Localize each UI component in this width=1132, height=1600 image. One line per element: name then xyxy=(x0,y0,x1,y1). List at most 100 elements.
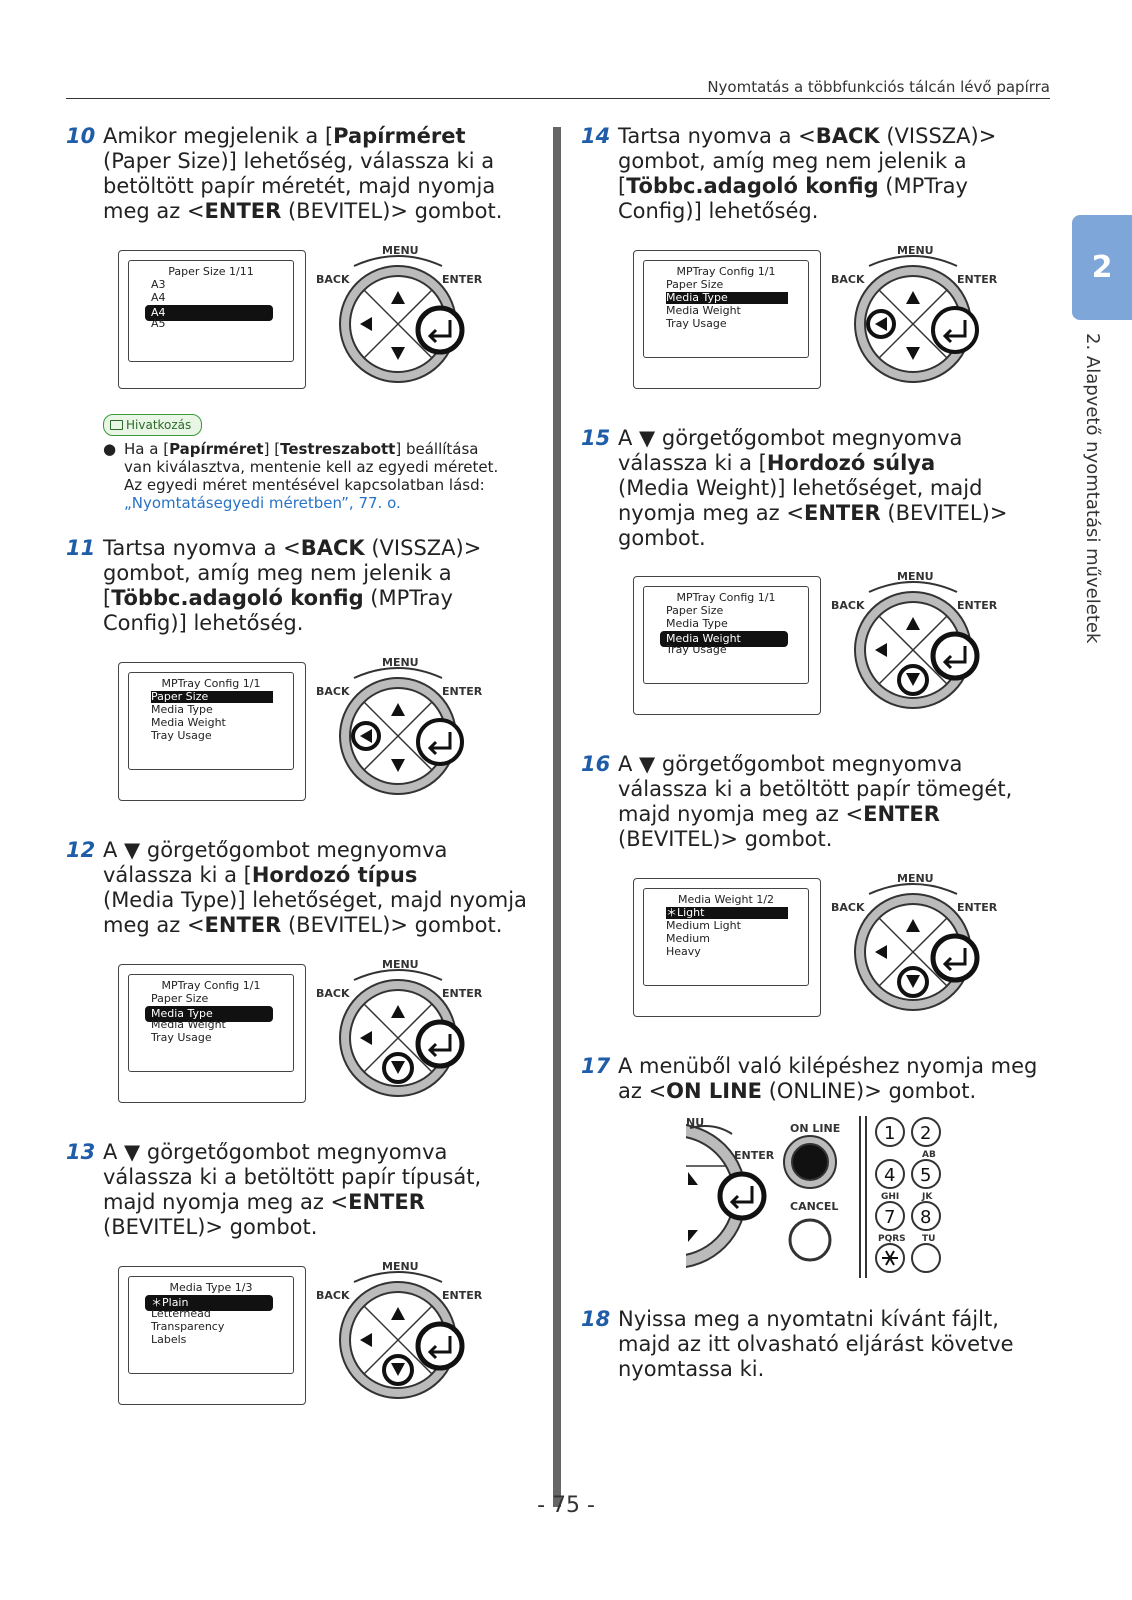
down-arrow-icon[interactable] xyxy=(391,1061,405,1074)
enter-button[interactable] xyxy=(415,305,465,355)
note-link[interactable]: „Nyomtatásegyedi méretben”, 77. o. xyxy=(124,494,401,512)
lcd-title: MPTray Config 1/1 xyxy=(676,591,776,604)
key-5-letters: JK xyxy=(921,1192,933,1202)
text-line: Tartsa nyomva a <BACK (VISSZA)> xyxy=(103,536,482,560)
up-arrow-icon[interactable] xyxy=(906,291,920,304)
enter-label: ENTER xyxy=(957,273,998,286)
page-number: - 75 - xyxy=(537,1493,595,1518)
key-8-letters: TU xyxy=(922,1234,935,1244)
chapter-tab[interactable]: 2 xyxy=(1072,215,1132,320)
text-line: válassza ki a [Hordozó típus xyxy=(103,863,418,887)
key-7-label: 7 xyxy=(884,1207,895,1228)
enter-button[interactable] xyxy=(717,1171,767,1221)
text-line: betöltött papír méretét, majd nyomja xyxy=(103,174,496,198)
lcd-menu-item: Media Weight xyxy=(666,304,741,317)
up-arrow-icon[interactable] xyxy=(391,703,405,716)
lcd-menu-item: Media Weight xyxy=(660,631,788,647)
back-label: BACK xyxy=(316,685,350,698)
lcd-menu-item: Medium xyxy=(666,932,710,945)
step-number: 14 xyxy=(581,124,611,148)
enter-button[interactable] xyxy=(415,1019,465,1069)
lcd-menu-item: Letterhead xyxy=(151,1307,211,1320)
lcd-menu-item: A4 xyxy=(145,305,273,321)
left-arrow-icon[interactable] xyxy=(360,1333,372,1347)
up-arrow-icon[interactable] xyxy=(391,1307,405,1320)
text-line: A ▼ görgetőgombot megnyomva xyxy=(103,1140,448,1164)
bullet: ● xyxy=(103,440,117,458)
key-7[interactable] xyxy=(875,1201,905,1231)
text-line: (Media Weight)] lehetőséget, majd xyxy=(618,476,983,500)
text-line: majd az itt olvasható eljárást követve xyxy=(618,1332,1014,1356)
text-line: (Media Type)] lehetőséget, majd nyomja xyxy=(103,888,527,912)
key-5[interactable] xyxy=(911,1159,941,1189)
up-arrow-icon[interactable] xyxy=(391,1005,405,1018)
enter-icon xyxy=(427,320,452,344)
key-4[interactable] xyxy=(875,1159,905,1189)
up-arrow-icon[interactable] xyxy=(391,291,405,304)
step-text: Nyissa meg a nyomtatni kívánt fájlt,majd… xyxy=(618,1307,1014,1382)
lcd-title: MPTray Config 1/1 xyxy=(161,677,261,690)
text-line: [Többc.adagoló konfig (MPTray xyxy=(618,174,968,198)
lcd-menu-item: Tray Usage xyxy=(151,1031,212,1044)
text-line: válassza ki a betöltött papír tömegét, xyxy=(618,777,1013,801)
left-arrow-icon[interactable] xyxy=(360,317,372,331)
enter-icon xyxy=(427,732,452,756)
left-arrow-icon[interactable] xyxy=(360,729,372,743)
lcd-menu-item: Media Type xyxy=(145,1006,273,1022)
key-1-label: 1 xyxy=(884,1123,895,1144)
left-arrow-icon[interactable] xyxy=(875,945,887,959)
up-arrow-icon[interactable] xyxy=(906,919,920,932)
menu-arc xyxy=(353,667,443,679)
enter-button[interactable] xyxy=(930,933,980,983)
down-arrow-icon[interactable] xyxy=(906,347,920,360)
text-line: Config)] lehetőség. xyxy=(103,611,304,635)
enter-button[interactable] xyxy=(415,1321,465,1371)
down-arrow-icon[interactable] xyxy=(906,673,920,686)
cancel-button[interactable] xyxy=(788,1218,832,1262)
header-title: Nyomtatás a többfunkciós tálcán lévő pap… xyxy=(707,78,1050,96)
up-arrow-icon[interactable] xyxy=(906,617,920,630)
back-label: BACK xyxy=(316,1289,350,1302)
down-arrow-icon[interactable] xyxy=(391,1363,405,1376)
text-line: gombot. xyxy=(618,526,706,550)
reference-label: Hivatkozás xyxy=(126,418,192,432)
enter-button[interactable] xyxy=(931,306,979,354)
text-line: A menüből való kilépéshez nyomja meg xyxy=(618,1054,1038,1078)
menu-label-partial: NU xyxy=(686,1116,704,1129)
down-arrow-icon[interactable] xyxy=(906,975,920,988)
lcd-menu-item: Media Type xyxy=(666,292,788,304)
text-line: majd nyomja meg az <ENTER xyxy=(618,802,940,826)
key-0[interactable] xyxy=(911,1243,941,1273)
lcd-menu-item: Media Weight xyxy=(151,716,226,729)
key-2[interactable] xyxy=(911,1117,941,1147)
step-number: 16 xyxy=(581,752,611,776)
enter-button[interactable] xyxy=(416,718,464,766)
left-arrow-icon[interactable] xyxy=(875,643,887,657)
key-1[interactable] xyxy=(875,1117,905,1147)
text-line: válassza ki a betöltött papír típusát, xyxy=(103,1165,482,1189)
back-label: BACK xyxy=(316,273,350,286)
left-arrow-icon[interactable] xyxy=(875,317,887,331)
enter-icon xyxy=(427,1034,452,1058)
enter-label: ENTER xyxy=(442,273,483,286)
key-8[interactable] xyxy=(911,1201,941,1231)
down-arrow-icon[interactable] xyxy=(391,347,405,360)
text-line: A ▼ görgetőgombot megnyomva xyxy=(618,426,963,450)
left-arrow-icon[interactable] xyxy=(360,1031,372,1045)
enter-button[interactable] xyxy=(930,631,980,681)
menu-label: MENU xyxy=(897,570,934,583)
enter-label: ENTER xyxy=(957,901,998,914)
step-number: 11 xyxy=(66,536,96,560)
lcd-menu-item: Media Weight xyxy=(151,1018,226,1031)
text-line: gombot, amíg meg nem jelenik a xyxy=(103,561,452,585)
down-arrow-icon[interactable] xyxy=(391,759,405,772)
text-line: nyomtassa ki. xyxy=(618,1357,765,1381)
text-line: nyomja meg az <ENTER (BEVITEL)> xyxy=(618,501,1008,525)
